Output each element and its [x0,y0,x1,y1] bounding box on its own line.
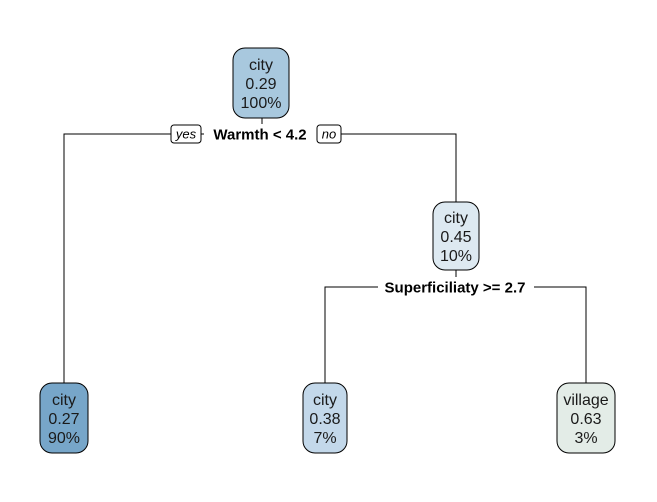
node-leaf-left-box [39,382,89,454]
node-leaf-right: village 0.63 3% [556,382,616,454]
split-right-label: Superficiliaty >= 2.7 [385,280,526,297]
edge-root-right [262,133,457,202]
split-root-label: Warmth < 4.2 [213,127,306,144]
node-right-value: 0.45 [440,229,471,246]
node-right-box [432,201,480,271]
node-leaf-middle-value: 0.38 [309,411,340,428]
node-right-class: city [444,210,468,227]
split-root: Warmth < 4.2 yes no [170,124,342,144]
node-root: city 0.29 100% [232,47,290,119]
node-leaf-left-percent: 90% [48,430,80,447]
node-leaf-middle-percent: 7% [313,430,336,447]
edge-root-left [63,133,262,383]
node-right-percent: 10% [440,248,472,265]
node-right: city 0.45 10% [432,201,480,271]
edge-right-right [456,286,587,383]
tree-edges [63,118,587,383]
node-leaf-middle-box [302,382,348,454]
node-leaf-right-class: village [563,392,608,409]
no-branch-label: no [322,127,336,142]
node-root-value: 0.29 [245,76,276,93]
node-leaf-right-box [556,382,616,454]
node-leaf-left-class: city [52,392,76,409]
yes-branch-label: yes [175,127,197,142]
no-branch-box [316,124,342,144]
node-root-class: city [249,57,273,74]
split-right: Superficiliaty >= 2.7 [378,277,534,297]
node-leaf-right-percent: 3% [574,430,597,447]
node-root-box [232,47,290,119]
node-leaf-middle-class: city [313,392,337,409]
node-leaf-right-value: 0.63 [570,411,601,428]
node-leaf-left: city 0.27 90% [39,382,89,454]
node-root-percent: 100% [241,95,282,112]
yes-branch-box [170,124,202,144]
node-leaf-left-value: 0.27 [48,411,79,428]
node-leaf-middle: city 0.38 7% [302,382,348,454]
edge-right-left [324,286,456,383]
